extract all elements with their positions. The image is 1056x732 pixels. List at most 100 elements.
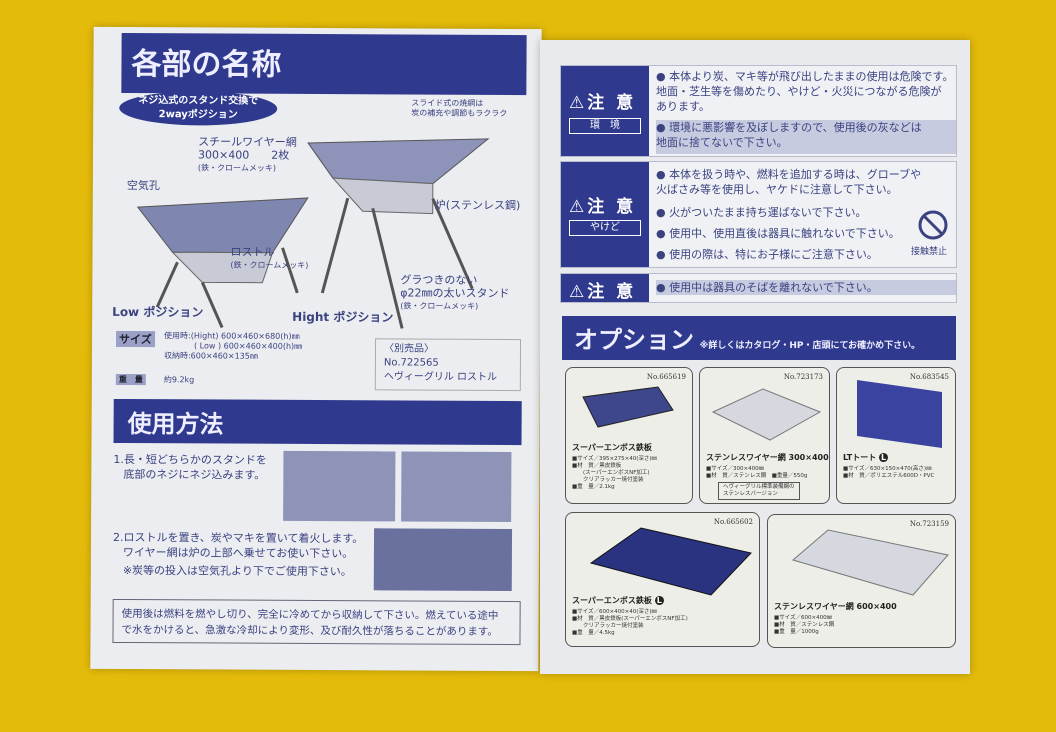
label-slide-net: スライド式の焼網は炭の補充や調節もラクラク [411, 98, 507, 119]
option-spec: ■サイズ／630×150×470(高さ)㎜ ■材 質／ポリエステル600D・PV… [843, 466, 935, 479]
size-line: 収納時:600×460×135㎜ [163, 351, 258, 361]
warning-item: ● 本体より炭、マキ等が飛び出したままの使用は危険です。地面・芝生等を傷めたり、… [656, 70, 954, 113]
warning-icon: ⚠ [569, 93, 588, 113]
option-spec: ■サイズ／300×400㎜ ■材 質／ステンレス鋼 ■重量／550g [706, 466, 808, 479]
warning-item: ● 火がついたまま持ち運ばないで下さい。 [656, 206, 867, 219]
size-values: 使用時:(Hight) 600×460×680(h)㎜( Low ) 600×4… [164, 331, 302, 362]
option-card: No.665602 スーパーエンボス鉄板 L ■サイズ／600×400×40(深… [565, 512, 760, 647]
wire-net-image [711, 388, 822, 441]
option-card: No.683545 LTトート L ■サイズ／630×150×470(高さ)㎜ … [836, 367, 956, 504]
option-number: No.723173 [783, 373, 823, 381]
name-text: LTトート [843, 453, 877, 462]
item-line: あります。 [656, 100, 710, 113]
warning-head-text: 注 意 [587, 197, 637, 217]
label-rostle: ロストル(鉄・クロームメッキ) [230, 246, 308, 272]
size-badge: L [879, 453, 889, 462]
warning-icon: ⚠ [569, 197, 588, 217]
option-name: ステンレスワイヤー網 600×400 [774, 602, 897, 611]
warning-heading: ⚠注 意 [569, 277, 636, 302]
warning-head-text: 注 意 [587, 282, 637, 302]
step-line: 1.長・短どちらかのスタンドを [113, 452, 267, 467]
size-line: ( Low ) 600×460×400(h)㎜ [193, 341, 303, 351]
label-line: スチールワイヤー網 [198, 135, 297, 149]
option-spec: ■サイズ／395×275×40(深さ)㎜ ■材 質／黒皮鉄板 (スーパーエンボス… [572, 456, 658, 490]
note-line: ステンレスバージョン [723, 491, 778, 497]
item-line: 使用の際は、特にお子様にご注意下さい。 [669, 248, 878, 261]
item-line: 地面・芝生等を傷めたり、やけど・火災につながる危険が [656, 85, 942, 98]
tote-bag-image [857, 380, 942, 448]
usage-title: 使用方法 [113, 398, 522, 446]
box-line: ヘヴィーグリル ロストル [383, 371, 498, 383]
item-line: 火ばさみ等を使用し、ヤケドに注意して下さい。 [656, 183, 898, 196]
label-line: (鉄・クロームメッキ) [197, 163, 276, 173]
warning-item: ● 使用中は器具のそばを離れないで下さい。 [656, 280, 956, 295]
warning-environment: ⚠注 意環 境 ● 本体より炭、マキ等が飛び出したままの使用は危険です。地面・芝… [560, 65, 957, 157]
left-page: 各部の名称 ネジ込式のスタンド交換で 2wayポジション スライド式の焼網は炭の補… [90, 26, 542, 672]
warning-item: ● 本体を扱う時や、燃料を追加する時は、グローブや火ばさみ等を使用し、ヤケドに注… [656, 168, 922, 196]
option-name: LTトート L [843, 452, 889, 463]
note-line: ヘヴィーグリル標準装備網の [723, 484, 795, 490]
step-2: 2.ロストルを置き、炭やマキを置いて着火します。ワイヤー網は炉の上部へ乗せてお使… [113, 530, 364, 579]
warning-heading: ⚠注 意 [569, 192, 636, 217]
note-line: で水をかけると、急激な冷却により変形、及び耐久性が落ちることがあります。 [121, 623, 498, 638]
item-line: 環境に悪影響を及ぼしますので、使用後の灰などは [669, 121, 922, 134]
weight-label: 重 量 [115, 373, 146, 386]
badge-line: 2wayポジション [158, 109, 238, 121]
label-line: スライド式の焼網は [411, 98, 484, 108]
option-number: No.683545 [909, 373, 949, 381]
iron-plate-image [582, 386, 674, 428]
warning-sub: やけど [569, 220, 641, 236]
label-line: (鉄・クロームメッキ) [400, 301, 479, 311]
badge-line: ネジ込式のスタンド交換で [138, 95, 259, 107]
step-photo-2 [401, 451, 512, 523]
options-title: オプション [574, 326, 694, 354]
step-line: 2.ロストルを置き、炭やマキを置いて着火します。 [112, 530, 364, 546]
size-line: 使用時:(Hight) 600×460×680(h)㎜ [164, 331, 300, 341]
step-line: ワイヤー網は炉の上部へ乗せてお使い下さい。 [122, 545, 354, 561]
weight-value: 約9.2kg [163, 375, 195, 385]
warning-burn: ⚠注 意やけど ● 本体を扱う時や、燃料を追加する時は、グローブや火ばさみ等を使… [560, 161, 957, 268]
label-air-hole: 空気孔 [126, 179, 160, 193]
label-high-position: Hight ポジション [292, 309, 394, 325]
label-line: 300×400 2枚 [197, 148, 290, 162]
box-line: No.722565 [383, 357, 439, 369]
options-note: ※詳しくはカタログ・HP・店頭にてお確かめ下さい。 [699, 341, 921, 351]
warning-head-text: 注 意 [587, 93, 637, 113]
step-line: ※炭等の投入は空気孔より下でご使用下さい。 [122, 563, 352, 579]
usage-note: 使用後は燃料を燃やし切り、完全に冷めてから収納して下さい。燃えている途中で水をか… [112, 598, 521, 646]
label-line: φ22㎜の太いスタンド [400, 286, 510, 301]
step-photo-3 [373, 528, 513, 592]
feature-badge: ネジ込式のスタンド交換で 2wayポジション [119, 90, 278, 126]
item-line: 火がついたまま持ち運ばないで下さい。 [669, 206, 867, 219]
option-number: No.723159 [909, 520, 949, 528]
option-name: スーパーエンボス鉄板 L [572, 595, 664, 606]
item-line: 使用中、使用直後は器具に触れないで下さい。 [669, 227, 900, 240]
option-card: No.723173 ステンレスワイヤー網 300×400 ■サイズ／300×40… [699, 367, 830, 504]
large-wire-net-image [791, 529, 949, 596]
parts-title: 各部の名称 [121, 32, 527, 96]
option-number: No.665619 [646, 373, 686, 381]
option-spec: ■サイズ／600×400×40(深さ)㎜ ■材 質／黒皮鉄板(スーパーエンボスN… [572, 609, 688, 636]
warning-sub: 環 境 [569, 118, 641, 134]
item-line: 使用中は器具のそばを離れないで下さい。 [669, 281, 878, 294]
sold-separately-box: 〈別売品〉 No.722565 ヘヴィーグリル ロストル [374, 338, 522, 392]
size-badge: L [654, 596, 664, 605]
label-line: 炭の補充や調節もラクラク [411, 108, 508, 118]
step-line: 底部のネジにネジ込みます。 [123, 467, 266, 482]
item-line: 地面に捨てないで下さい。 [656, 136, 788, 149]
step-1: 1.長・短どちらかのスタンドを底部のネジにネジ込みます。 [113, 452, 267, 483]
warning-icon: ⚠ [569, 282, 588, 302]
option-spec: ■サイズ／600×400㎜ ■材 質／ステンレス鋼 ■重 量／1000g [774, 615, 835, 635]
name-text: スーパーエンボス鉄板 [572, 596, 652, 605]
warning-item: ● 環境に悪影響を及ぼしますので、使用後の灰などは地面に捨てないで下さい。 [656, 120, 956, 154]
warning-label: ⚠注 意環 境 [561, 66, 649, 156]
no-touch-icon [918, 210, 948, 240]
label-line: (鉄・クロームメッキ) [230, 260, 309, 270]
warning-heading: ⚠注 意 [569, 88, 636, 113]
box-line: 〈別売品〉 [383, 343, 435, 355]
label-low-position: Low ポジション [112, 304, 204, 320]
step-photo-1 [283, 450, 396, 522]
label-furnace: 炉(ステンレス鋼) [434, 198, 521, 213]
